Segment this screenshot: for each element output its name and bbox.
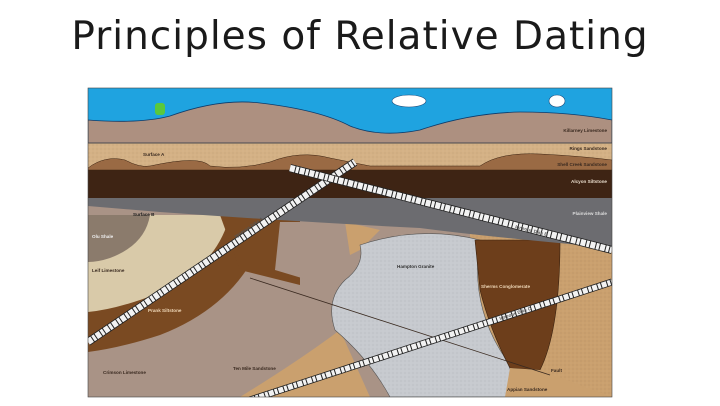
label-plainview: Plainview Shale [573,211,608,216]
fault-line [249,277,551,376]
label-fault: Fault [551,368,562,373]
sherms-conglomerate [474,239,561,371]
label-alcyon: Alcyon Siltstone [571,179,607,184]
label-sherms: Sherms Conglomerate [481,284,530,289]
tree-icon [155,103,165,115]
label-shell: Shell Creek Sandstone [557,162,607,167]
label-rings: Rings Sandstone [569,146,607,151]
label-prank: Prank Siltstone [148,308,182,313]
label-killarney: Killarney Limestone [563,128,607,133]
olu-shale-layer [88,215,150,262]
label-hampton: Hampton Granite [397,264,435,269]
label-surface-a: Surface A [143,152,165,157]
label-surface-b: Surface B [133,212,155,217]
label-crimson: Crimson Limestone [103,370,146,375]
label-leif: Leif Limestone [92,268,125,273]
cloud [548,94,566,108]
appian-sandstone-layer [505,368,612,397]
mauve-block [275,222,350,285]
label-appian: Appian Sandstone [507,387,548,392]
page-title: Principles of Relative Dating [71,14,649,59]
label-olu: Olu Shale [92,234,114,239]
label-tenmile: Ten Mile Sandstone [233,366,276,371]
ten-mile-sandstone-layer [240,330,370,397]
killarney-limestone-layer [88,101,612,144]
tan-block [345,222,380,255]
cloud [391,94,427,108]
shell-creek-sandstone-layer [88,153,612,171]
plainview-shale-layer [88,196,612,248]
